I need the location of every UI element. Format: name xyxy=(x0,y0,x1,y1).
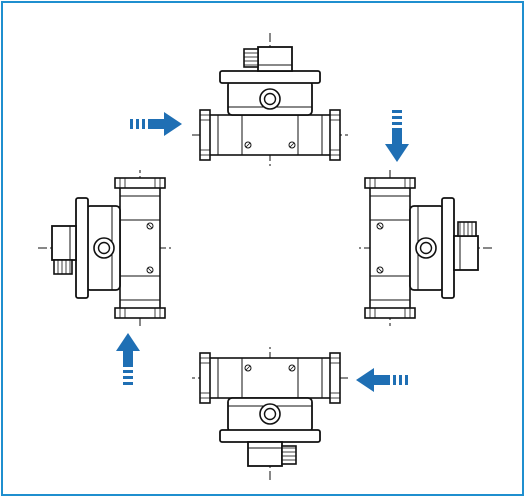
valve-orientation-diagram xyxy=(1,1,524,496)
